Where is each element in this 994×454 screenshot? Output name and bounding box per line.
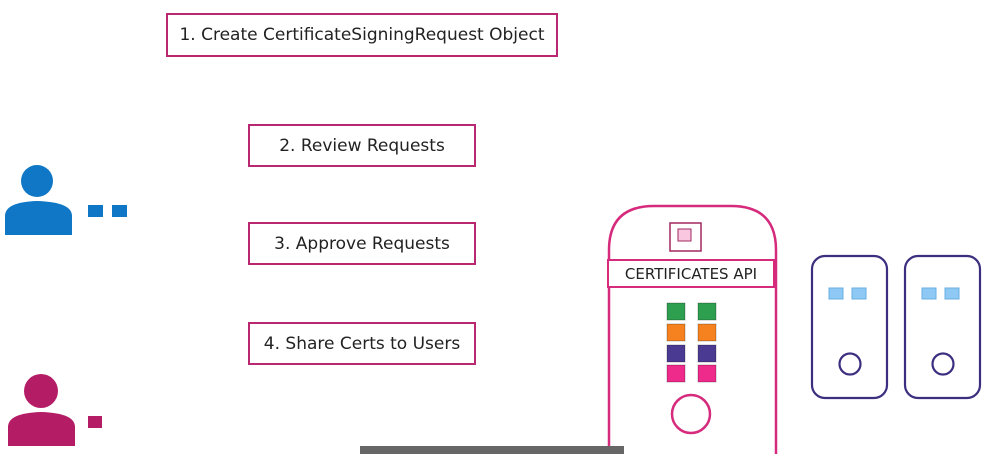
certificate-square-icon [666, 323, 686, 342]
server-button-icon [838, 352, 862, 376]
step-review-requests: 2. Review Requests [248, 124, 476, 167]
step-approve-requests: 3. Approve Requests [248, 222, 476, 265]
certificate-square-icon [697, 344, 717, 363]
key-square-icon [851, 287, 867, 300]
key-square-icon [921, 287, 937, 300]
certificate-square-icon [697, 323, 717, 342]
key-square-icon [88, 205, 103, 217]
node-server-1 [810, 254, 889, 400]
key-square-icon [88, 416, 102, 428]
certificate-square-icon [666, 364, 686, 383]
step-share-certs: 4. Share Certs to Users [248, 322, 476, 365]
node-server-2 [903, 254, 982, 400]
certificates-api-label: CERTIFICATES API [607, 259, 775, 288]
certificate-square-icon [697, 364, 717, 383]
certificate-grid [666, 302, 717, 383]
api-button-icon [670, 393, 712, 435]
server-outline [903, 254, 982, 400]
certificate-square-icon [666, 302, 686, 321]
user-magenta-icon [8, 374, 75, 446]
server-outline [810, 254, 889, 400]
certificate-square-icon [666, 344, 686, 363]
key-square-icon [944, 287, 960, 300]
key-square-icon [828, 287, 844, 300]
certificates-api-server [607, 204, 778, 454]
certificate-square-icon [697, 302, 717, 321]
key-square-icon [112, 205, 127, 217]
step-create-csr: 1. Create CertificateSigningRequest Obje… [166, 13, 558, 57]
video-progress-bar[interactable] [360, 446, 624, 454]
api-chip-icon [669, 222, 702, 252]
user-blue-icon [5, 165, 72, 235]
server-button-icon [931, 352, 955, 376]
